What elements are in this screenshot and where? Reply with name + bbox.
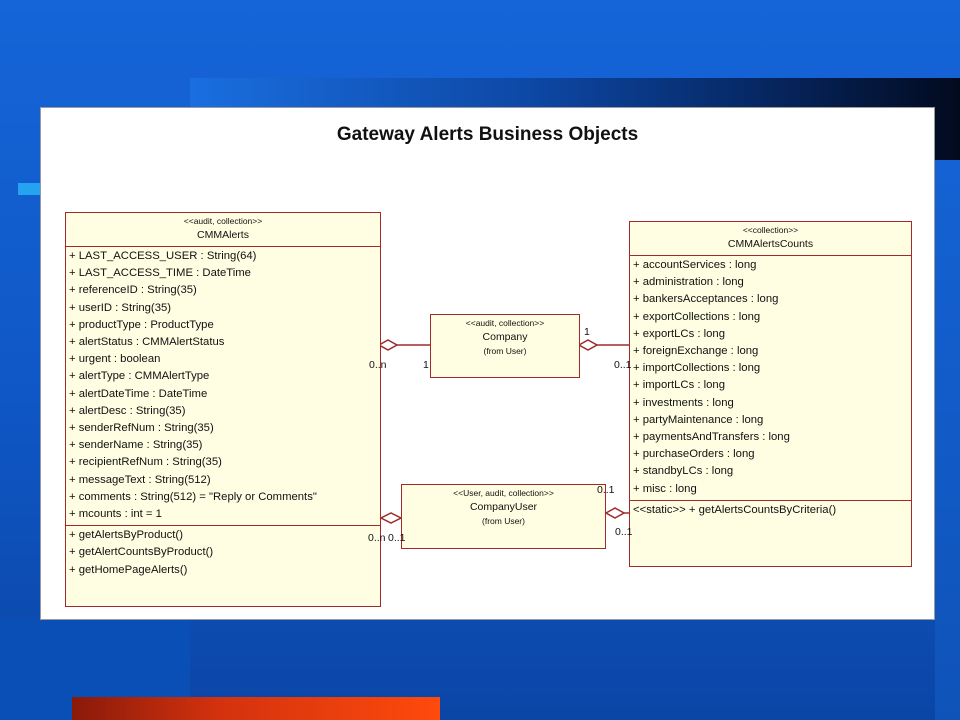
- attribute-item: + partyMaintenance : long: [633, 413, 764, 426]
- attribute-item: + productType : ProductType: [69, 318, 214, 331]
- class-stereotype: <<User, audit, collection>>: [453, 488, 554, 498]
- attribute-item: + referenceID : String(35): [69, 284, 197, 297]
- class-package: (from User): [482, 516, 525, 526]
- attribute-item: + comments : String(512) = "Reply or Com…: [69, 490, 317, 503]
- class-cmmalertscounts: <<collection>> CMMAlertsCounts + account…: [629, 221, 912, 567]
- multiplicity-user-counts-left: 0..1: [597, 484, 615, 496]
- attribute-item: + exportCollections : long: [633, 310, 761, 323]
- aggregation-diamond-alerts-user: [379, 512, 403, 524]
- operation-item: + getAlertCountsByProduct(): [69, 546, 214, 559]
- class-stereotype: <<collection>>: [742, 225, 799, 235]
- class-name: CompanyUser: [469, 501, 538, 513]
- class-header: <<audit, collection>> CMMAlerts: [66, 213, 380, 247]
- attribute-item: + exportLCs : long: [633, 327, 725, 340]
- operation-item: + getHomePageAlerts(): [69, 563, 188, 576]
- operations-section: <<static>> + getAlertsCountsByCriteria(): [630, 501, 911, 521]
- right-edge-band: [935, 160, 960, 720]
- multiplicity-user-counts-right: 0..1: [615, 526, 633, 538]
- class-stereotype: <<audit, collection>>: [183, 216, 263, 226]
- aggregation-diamond-user-counts: [604, 507, 626, 519]
- attribute-item: + alertDesc : String(35): [69, 404, 186, 417]
- attributes-section: + accountServices : long + administratio…: [630, 256, 911, 501]
- attribute-item: + alertType : CMMAlertType: [69, 370, 210, 383]
- attribute-item: + senderName : String(35): [69, 439, 203, 452]
- attribute-item: + investments : long: [633, 396, 734, 409]
- attribute-item: + accountServices : long: [633, 259, 757, 271]
- aggregation-diamond-alerts-company: [377, 339, 399, 351]
- attribute-item: + administration : long: [633, 276, 744, 289]
- red-accent-bar: [72, 697, 440, 720]
- attribute-item: + LAST_ACCESS_TIME : DateTime: [69, 267, 251, 280]
- attribute-item: + messageText : String(512): [69, 473, 211, 486]
- attribute-item: + paymentsAndTransfers : long: [633, 431, 790, 444]
- uml-class-diagram: Gateway Alerts Business Objects <<audit,…: [40, 107, 935, 620]
- attributes-section: + LAST_ACCESS_USER : String(64) + LAST_A…: [66, 247, 380, 527]
- aggregation-diamond-company-counts: [577, 339, 599, 351]
- attribute-item: + LAST_ACCESS_USER : String(64): [69, 250, 257, 262]
- attribute-item: + standbyLCs : long: [633, 465, 734, 478]
- class-name: CMMAlerts: [197, 229, 249, 241]
- attribute-item: + urgent : boolean: [69, 353, 161, 366]
- light-blue-accent-square: [18, 183, 42, 195]
- attribute-item: + senderRefNum : String(35): [69, 422, 214, 435]
- attribute-item: + misc : long: [633, 482, 697, 495]
- attribute-item: + purchaseOrders : long: [633, 448, 755, 461]
- multiplicity-alerts-company-left: 0..n: [369, 359, 387, 371]
- multiplicity-company-counts-left: 1: [584, 326, 590, 338]
- attribute-item: + mcounts : int = 1: [69, 508, 162, 521]
- operations-section: + getAlertsByProduct() + getAlertCountsB…: [66, 526, 380, 581]
- multiplicity-alerts-company-right: 1: [423, 359, 429, 371]
- attribute-item: + recipientRefNum : String(35): [69, 456, 222, 469]
- class-companyuser: <<User, audit, collection>> CompanyUser …: [401, 484, 606, 549]
- class-header: <<audit, collection>> Company (from User…: [431, 315, 579, 361]
- multiplicity-alerts-user-left: 0..n: [368, 532, 386, 544]
- attribute-item: + importLCs : long: [633, 379, 725, 392]
- class-stereotype: <<audit, collection>>: [465, 318, 545, 328]
- attribute-item: + foreignExchange : long: [633, 345, 759, 358]
- class-name: Company: [482, 331, 528, 343]
- class-package: (from User): [483, 346, 527, 356]
- diagram-title: Gateway Alerts Business Objects: [336, 124, 639, 145]
- multiplicity-alerts-user-right: 0..1: [388, 532, 406, 544]
- class-name: CMMAlertsCounts: [727, 238, 814, 250]
- attribute-item: + bankersAcceptances : long: [633, 293, 779, 306]
- operation-item: <<static>> + getAlertsCountsByCriteria(): [633, 503, 837, 516]
- class-header: <<collection>> CMMAlertsCounts: [630, 222, 911, 256]
- class-cmmalerts: <<audit, collection>> CMMAlerts + LAST_A…: [65, 212, 381, 607]
- attribute-item: + alertDateTime : DateTime: [69, 387, 208, 400]
- attribute-item: + importCollections : long: [633, 362, 761, 375]
- multiplicity-company-counts-right: 0..1: [614, 359, 632, 371]
- attribute-item: + userID : String(35): [69, 301, 172, 314]
- operation-item: + getAlertsByProduct(): [69, 529, 183, 542]
- class-company: <<audit, collection>> Company (from User…: [430, 314, 580, 378]
- association-lines: [377, 339, 630, 539]
- attribute-item: + alertStatus : CMMAlertStatus: [69, 336, 225, 349]
- class-header: <<User, audit, collection>> CompanyUser …: [402, 485, 605, 531]
